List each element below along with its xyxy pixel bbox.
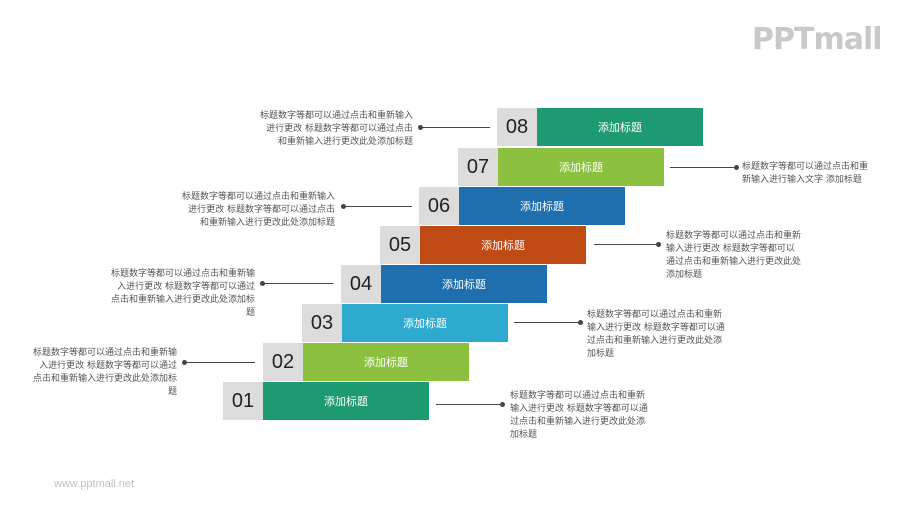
- step-description: 标题数字等都可以通过点击和重新输入进行更改 标题数字等都可以通过点击和重新输入进…: [666, 231, 802, 280]
- step-number: 01: [223, 382, 263, 420]
- step-title-bar[interactable]: 添加标题: [263, 382, 429, 420]
- step-title-bar[interactable]: 添加标题: [303, 343, 469, 381]
- step-number: 08: [497, 108, 537, 146]
- connector-line: [670, 167, 734, 168]
- step-number: 06: [419, 187, 459, 225]
- connector-dot: [500, 402, 505, 407]
- connector-dot: [260, 281, 265, 286]
- connector-dot: [418, 125, 423, 130]
- step-description: 标题数字等都可以通过点击和重新输入进行更改 标题数字等都可以通过点击和重新输入进…: [181, 192, 335, 228]
- step-title-bar[interactable]: 添加标题: [537, 108, 703, 146]
- connector-line: [421, 127, 490, 128]
- step-title-bar[interactable]: 添加标题: [498, 148, 664, 186]
- connector-line: [514, 322, 578, 323]
- step-number: 07: [458, 148, 498, 186]
- step-title-bar[interactable]: 添加标题: [342, 304, 508, 342]
- step-title-bar[interactable]: 添加标题: [459, 187, 625, 225]
- connector-line: [263, 283, 333, 284]
- step-description: 标题数字等都可以通过点击和重新输入进行更改 标题数字等都可以通过点击和重新输入进…: [587, 310, 725, 359]
- connector-line: [594, 244, 656, 245]
- connector-dot: [182, 360, 187, 365]
- step-number: 05: [380, 226, 420, 264]
- step-number: 03: [302, 304, 342, 342]
- step-description: 标题数字等都可以通过点击和重新输入进行输入文字 添加标题: [742, 162, 869, 185]
- footer-url: www.pptmall.net: [54, 478, 135, 490]
- connector-dot: [734, 165, 739, 170]
- step-number: 04: [341, 265, 381, 303]
- step-number: 02: [263, 343, 303, 381]
- pptmall-logo: PPTmall: [752, 22, 883, 57]
- connector-line: [185, 362, 255, 363]
- connector-line: [436, 404, 500, 405]
- connector-dot: [656, 242, 661, 247]
- step-title-bar[interactable]: 添加标题: [420, 226, 586, 264]
- step-title-bar[interactable]: 添加标题: [381, 265, 547, 303]
- step-description: 标题数字等都可以通过点击和重新输入进行更改 标题数字等都可以通过点击和重新输入进…: [510, 391, 648, 440]
- connector-line: [344, 206, 412, 207]
- connector-dot: [341, 204, 346, 209]
- step-description: 标题数字等都可以通过点击和重新输入进行更改 标题数字等都可以通过点击和重新输入进…: [110, 269, 255, 318]
- connector-dot: [578, 320, 583, 325]
- step-description: 标题数字等都可以通过点击和重新输入进行更改 标题数字等都可以通过点击和重新输入进…: [32, 348, 177, 397]
- step-description: 标题数字等都可以通过点击和重新输入进行更改 标题数字等都可以通过点击和重新输入进…: [259, 111, 413, 147]
